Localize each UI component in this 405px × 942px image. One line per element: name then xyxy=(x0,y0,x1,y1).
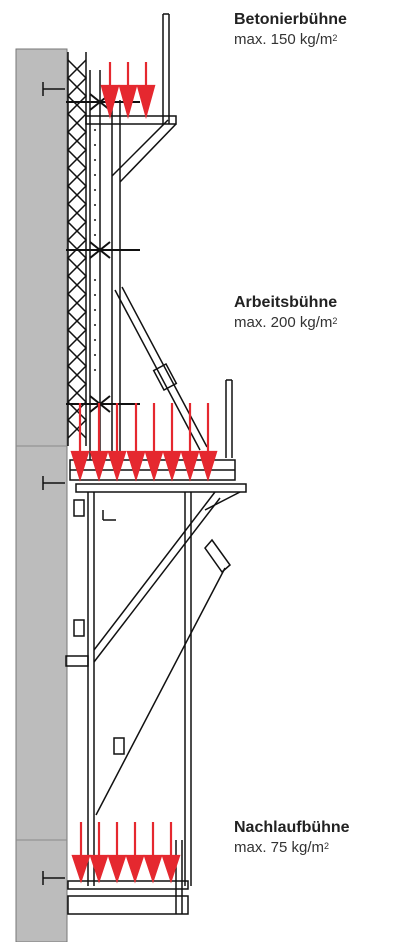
load-arrows-upper xyxy=(100,62,156,120)
platform-load: max. 150 kg/m2 xyxy=(234,31,338,48)
support-frame xyxy=(65,491,241,886)
top-guardrail xyxy=(162,13,170,124)
platform-lower xyxy=(67,840,189,915)
platform-load: max. 200 kg/m2 xyxy=(234,314,338,331)
platform-load: max. 75 kg/m2 xyxy=(234,839,330,856)
platform-name: Betonierbühne xyxy=(234,11,347,28)
strongback-holes xyxy=(94,129,96,371)
concrete-wall xyxy=(15,48,68,942)
push-pull-prop xyxy=(114,286,208,451)
wall-joints xyxy=(16,445,67,841)
load-arrows-main xyxy=(70,403,218,482)
platform-name: Nachlaufbühne xyxy=(234,819,350,836)
label-arbeitsbuehne: Arbeitsbühne max. 200 kg/m2 xyxy=(234,293,337,333)
middle-guardrail xyxy=(225,379,233,458)
label-betonierbuehne: Betonierbühne max. 150 kg/m2 xyxy=(234,10,347,50)
platform-upper xyxy=(85,115,177,183)
wall-anchors xyxy=(42,82,65,885)
strongback xyxy=(89,70,121,460)
platform-name: Arbeitsbühne xyxy=(234,294,338,311)
load-arrows-lower xyxy=(71,822,181,884)
label-nachlaufbuehne: Nachlaufbühne max. 75 kg/m2 xyxy=(234,818,350,858)
